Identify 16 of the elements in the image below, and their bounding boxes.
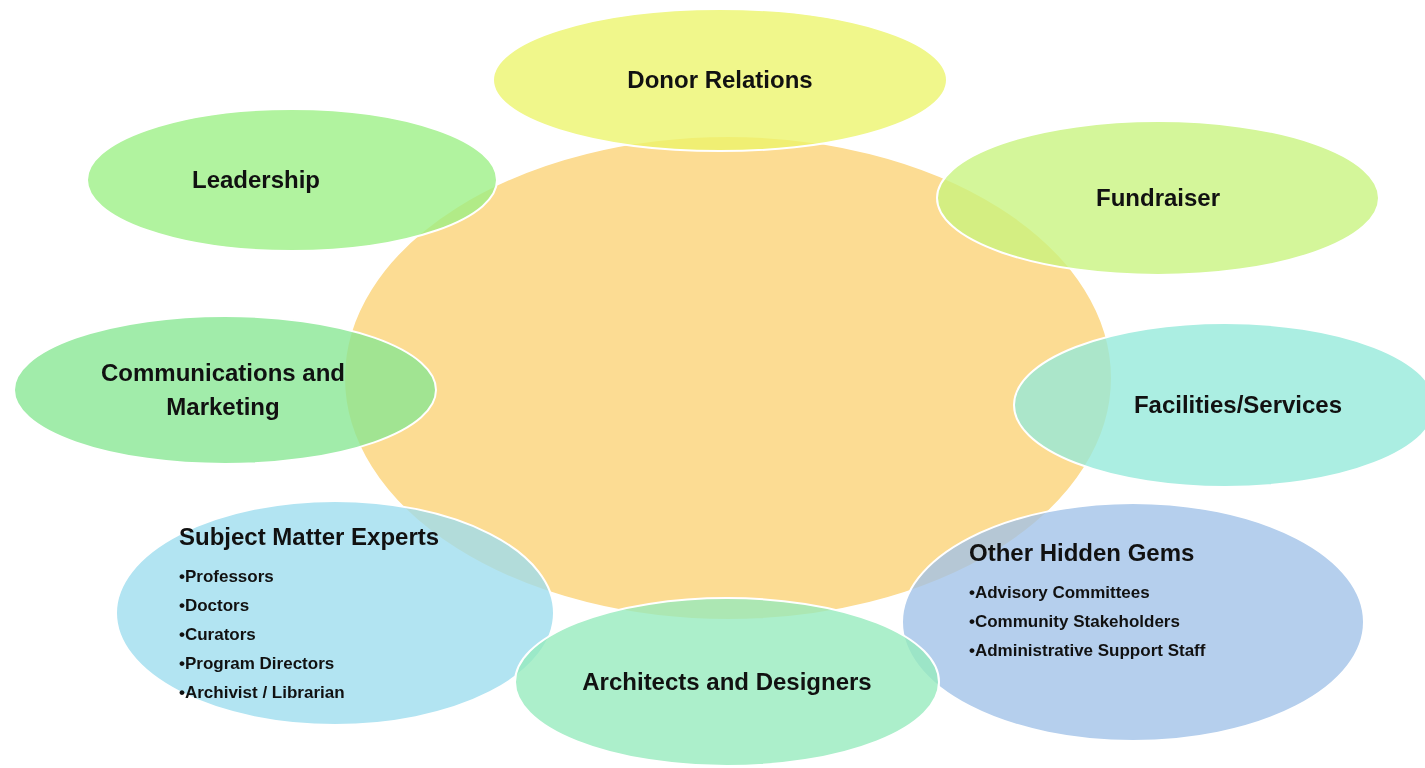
bullet-item: •Program Directors: [179, 653, 336, 675]
bullet-item: •Advisory Committees: [969, 582, 1151, 604]
role-label: Donor Relations: [627, 65, 813, 95]
role-label: Communications and Marketing: [100, 358, 346, 422]
bullet-item: •Doctors: [179, 595, 251, 617]
bullet-item: •Professors: [179, 566, 275, 588]
role-label: Architects and Designers: [582, 667, 872, 697]
role-label: Subject Matter Experts: [179, 522, 441, 552]
bullet-item: •Archivist / Librarian: [179, 682, 346, 704]
role-label: Fundraiser: [1096, 183, 1220, 213]
role-label: Leadership: [191, 165, 320, 195]
role-label: Facilities/Services: [1133, 390, 1343, 420]
bullet-item: •Community Stakeholders: [969, 611, 1181, 633]
bullet-item: •Administrative Support Staff: [969, 640, 1207, 662]
bullet-item: •Curators: [179, 624, 257, 646]
role-label: Other Hidden Gems: [969, 538, 1196, 568]
